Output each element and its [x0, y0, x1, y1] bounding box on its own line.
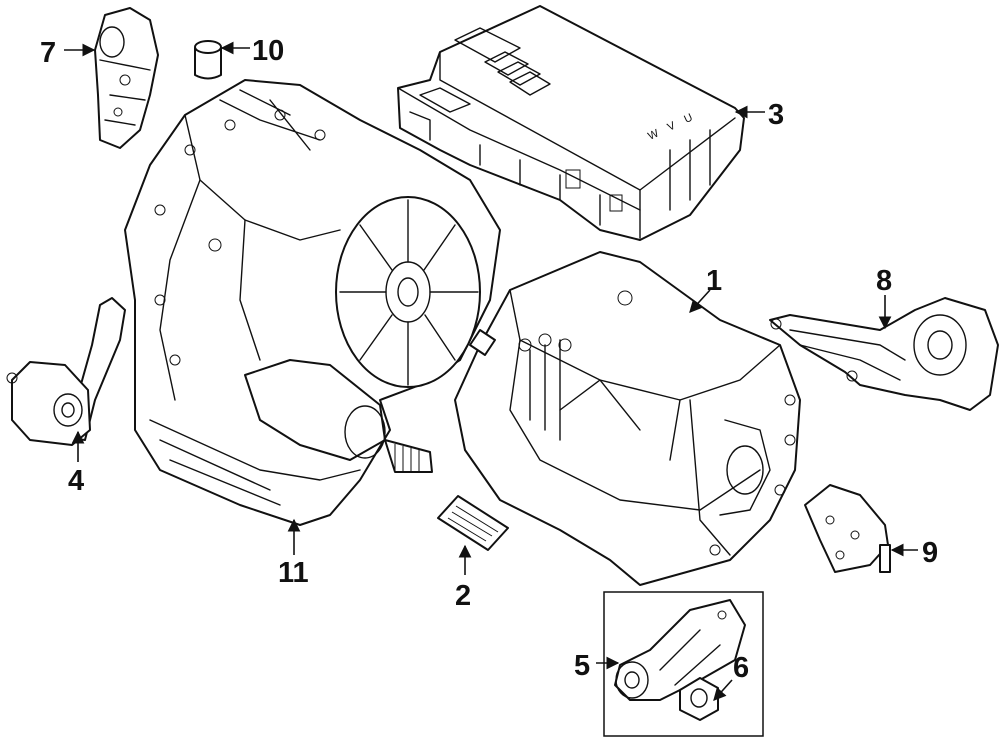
callout-6: 6	[733, 652, 749, 684]
callout-7: 7	[40, 37, 56, 69]
callout-10: 10	[252, 35, 284, 67]
right-mount-bracket	[769, 297, 999, 411]
left-transmission-mount	[6, 297, 126, 446]
callout-8: 8	[876, 265, 892, 297]
leader-lines	[64, 41, 918, 701]
callout-5: 5	[574, 650, 590, 682]
callout-9: 9	[922, 537, 938, 569]
upper-engine-mount	[94, 7, 159, 149]
callout-4: 4	[68, 465, 84, 497]
callout-numbers: 1 2 3 4 5 6 7 8 9 10 11	[40, 35, 938, 684]
leader-1	[689, 289, 711, 313]
lower-mount-inset	[603, 591, 764, 737]
transaxle-assembly	[124, 79, 501, 526]
callout-1: 1	[706, 265, 722, 297]
leader-6	[713, 679, 733, 701]
motor-bracket	[804, 484, 891, 573]
inverter-assembly: W V U	[397, 5, 745, 241]
mount-bushing	[194, 40, 222, 80]
label-plate	[437, 495, 509, 551]
callout-2: 2	[455, 580, 471, 612]
callout-3: 3	[768, 99, 784, 131]
callout-11: 11	[278, 557, 309, 589]
drive-motor-assembly	[454, 251, 801, 586]
